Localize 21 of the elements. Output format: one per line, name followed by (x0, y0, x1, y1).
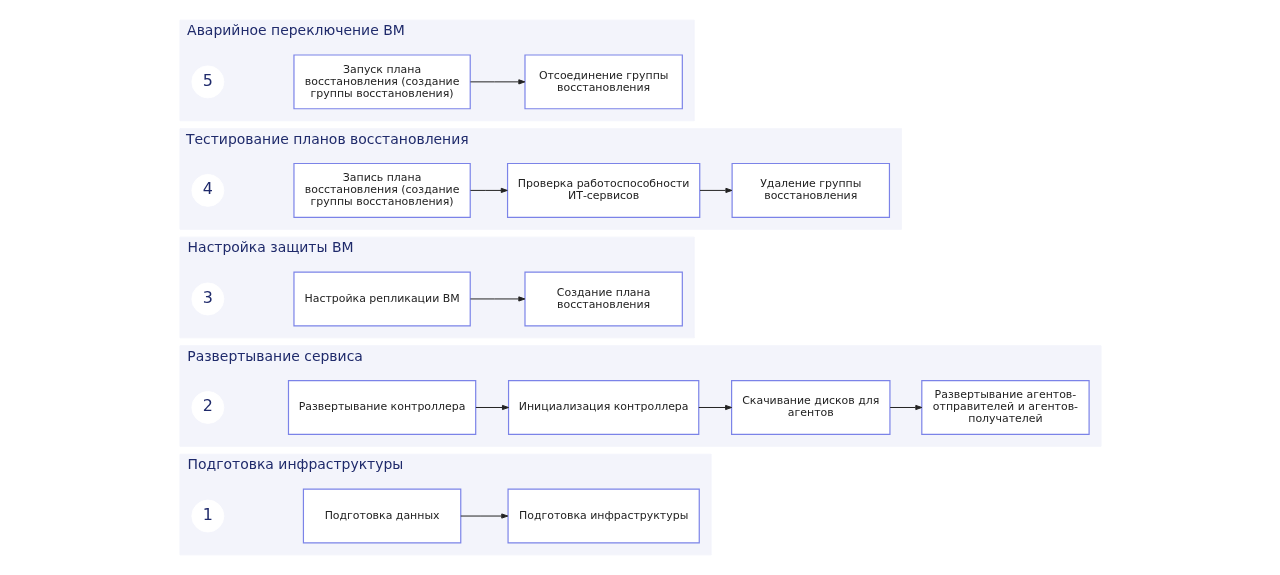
arrow (469, 79, 525, 85)
node-box: Инициализация контроллера (507, 380, 699, 435)
arrow (474, 404, 509, 411)
arrow (697, 404, 732, 411)
arrow (459, 513, 508, 519)
node-box: Настройка репликации ВМ (292, 271, 471, 327)
node-box: Удаление группы восстановления (731, 162, 890, 218)
node-box: Развертывание контроллера (287, 380, 476, 435)
node-box: Подготовка данных (302, 488, 461, 544)
node-box: Создание плана восстановления (523, 271, 683, 327)
node-box: Развертывание агентов-отправителей и агентов-получателей (920, 380, 1090, 435)
arrow (889, 404, 922, 411)
node-box: Отсоединение группы восстановления (523, 54, 683, 110)
node-box: Запись плана восстановления (создание группы восстановления) (292, 162, 471, 218)
node-box: Запуск плана восстановления (создание группы восстановления) (292, 54, 471, 110)
arrow (699, 187, 732, 193)
node-box: Подготовка инфраструктуры (506, 488, 700, 544)
arrow (469, 187, 508, 193)
node-box: Скачивание дисков для агентов (730, 380, 891, 435)
arrow (469, 296, 525, 302)
node-box: Проверка работоспособности ИТ-сервисов (506, 162, 700, 218)
